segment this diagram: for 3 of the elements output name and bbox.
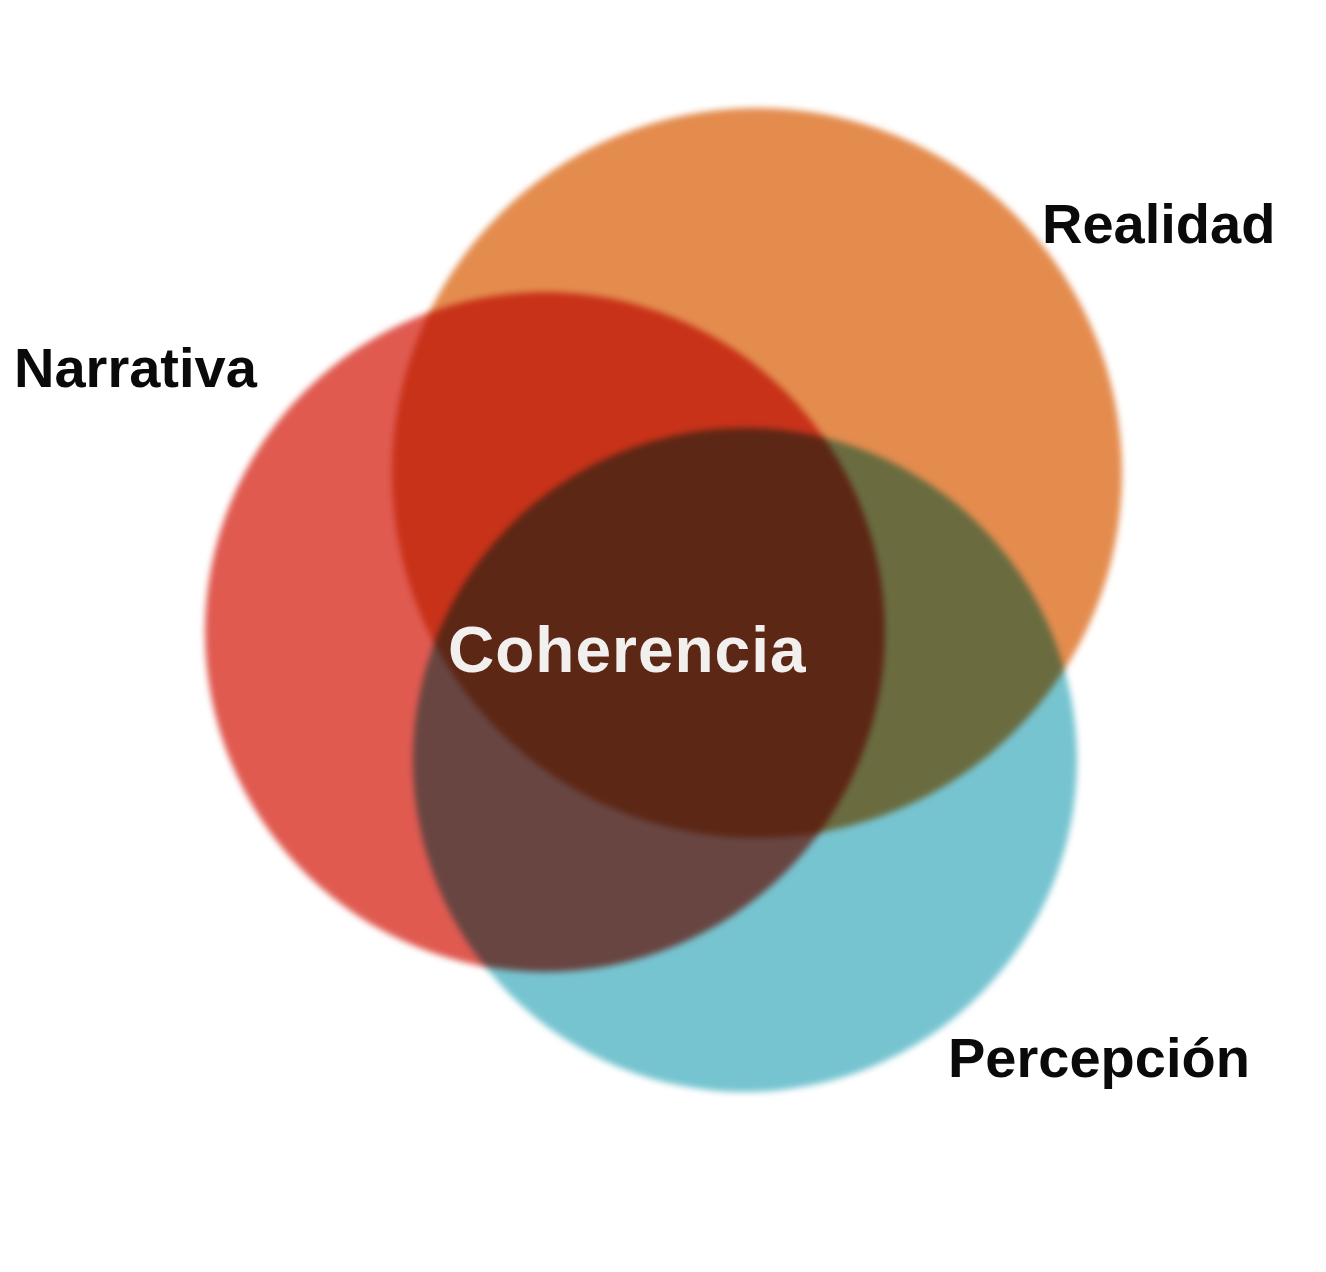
intersection-label: Coherencia xyxy=(448,618,807,682)
set-label: Realidad xyxy=(1042,196,1276,252)
set-label: Narrativa xyxy=(14,340,257,396)
